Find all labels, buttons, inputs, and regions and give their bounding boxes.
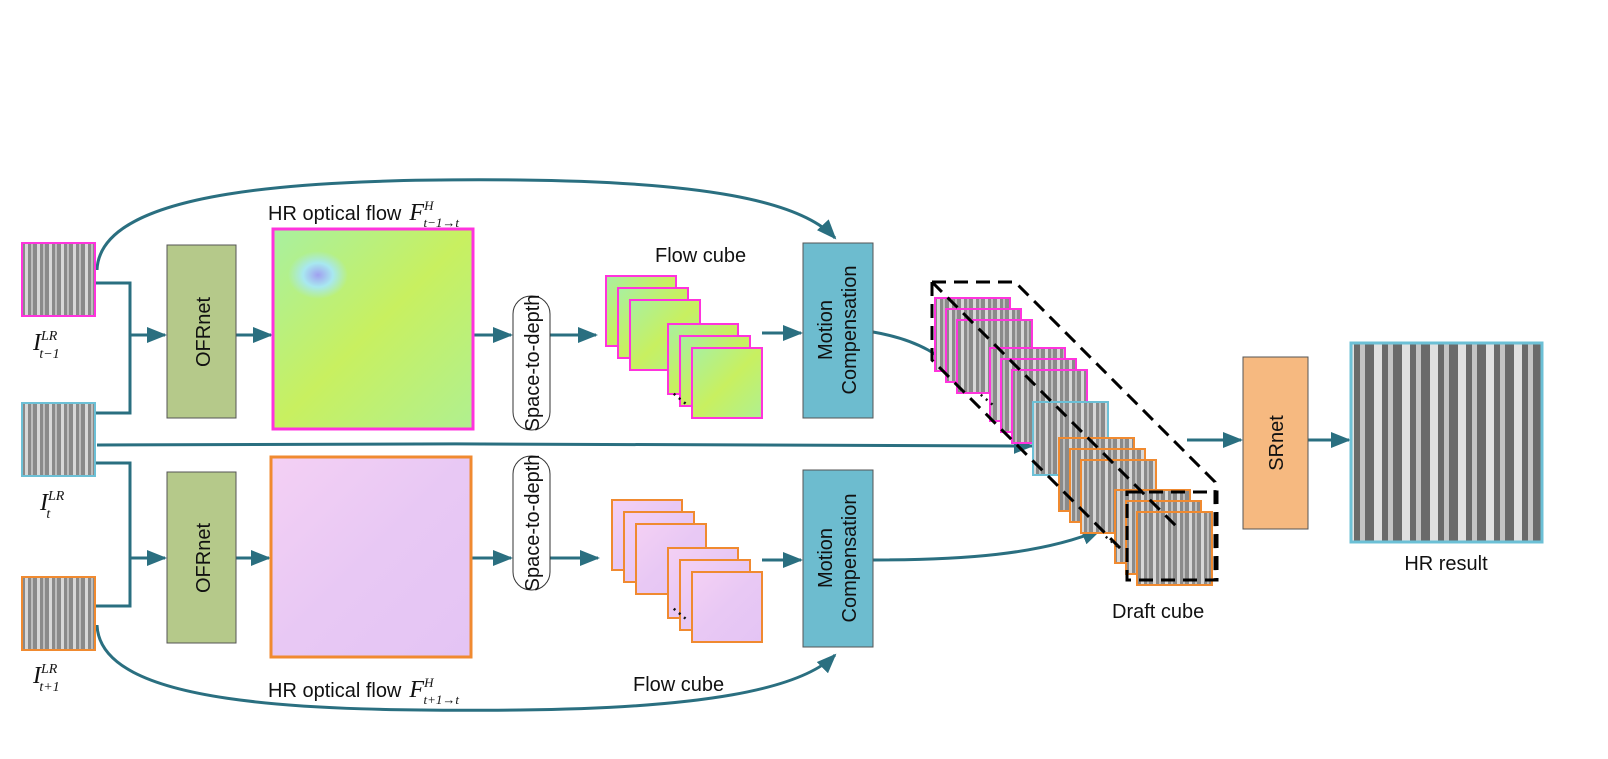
input-frame-current bbox=[21, 402, 96, 477]
hr-result-label: HR result bbox=[1404, 553, 1488, 575]
svg-text:Space-to-depth: Space-to-depth bbox=[522, 455, 544, 592]
svg-text:SRnet: SRnet bbox=[1266, 415, 1288, 471]
motion-compensation-bottom: Motion Compensation bbox=[802, 469, 874, 648]
svg-text:Motion: Motion bbox=[815, 528, 837, 588]
svg-text:Compensation: Compensation bbox=[839, 266, 861, 395]
svg-text:Compensation: Compensation bbox=[839, 494, 861, 623]
svg-text:Space-to-depth: Space-to-depth bbox=[522, 295, 544, 432]
flow-cube-bottom bbox=[611, 499, 763, 643]
srnet: SRnet bbox=[1242, 356, 1309, 530]
ofrnet-bottom: OFRnet bbox=[166, 471, 237, 644]
hr-flow-bottom bbox=[269, 455, 473, 659]
skip-arrow-bottom bbox=[95, 624, 837, 712]
hr-flow-top bbox=[271, 227, 475, 431]
input-frame-prev bbox=[21, 242, 96, 317]
draft-cube-label: Draft cube bbox=[1112, 601, 1204, 623]
ofrnet-top: OFRnet bbox=[166, 244, 237, 419]
flow-cube-bottom-label: Flow cube bbox=[633, 674, 724, 696]
space-to-depth-bottom: Space-to-depth bbox=[512, 455, 551, 592]
svg-text:OFRnet: OFRnet bbox=[193, 523, 215, 593]
hr-result-image bbox=[1349, 341, 1544, 544]
input-frame-next bbox=[21, 576, 96, 651]
space-to-depth-top: Space-to-depth bbox=[512, 295, 551, 432]
svg-text:OFRnet: OFRnet bbox=[193, 297, 215, 367]
flow-cube-top-label: Flow cube bbox=[655, 245, 746, 267]
draft-cube-outline bbox=[930, 280, 1219, 582]
svg-text:Motion: Motion bbox=[815, 300, 837, 360]
motion-compensation-top: Motion Compensation bbox=[802, 242, 874, 419]
connector-arrows bbox=[95, 281, 1351, 608]
skip-arrow-top bbox=[95, 178, 837, 271]
draft-cube-frames bbox=[934, 297, 1213, 586]
flow-cube-top bbox=[605, 275, 763, 419]
